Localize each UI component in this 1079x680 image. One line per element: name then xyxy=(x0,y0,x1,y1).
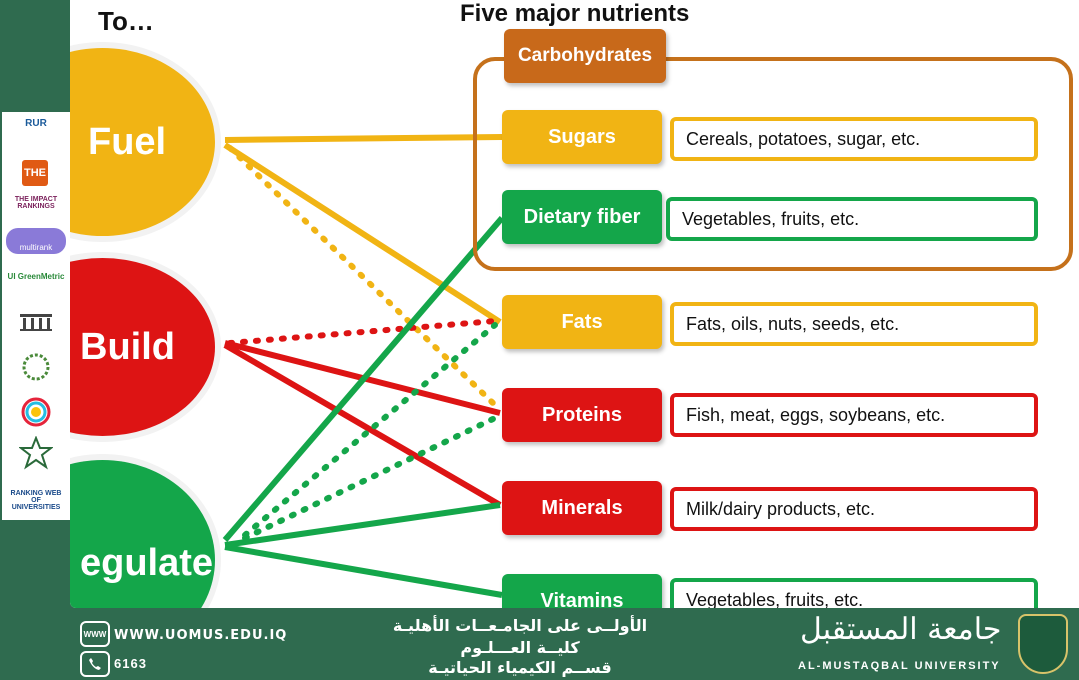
line-regulate-fiber xyxy=(222,216,505,542)
nutrient-dietary-fiber: Dietary fiber xyxy=(502,190,662,244)
line-regulate-proteins-dotted xyxy=(242,415,498,541)
university-name-english: AL-MUSTAQBAL UNIVERSITY xyxy=(798,660,1001,672)
nutrient-vitamins: Vitamins xyxy=(502,574,662,608)
nutrient-fats: Fats xyxy=(502,295,662,349)
example-dietary-fiber: Vegetables, fruits, etc. xyxy=(666,197,1038,241)
line-build-fats-dotted xyxy=(227,318,498,346)
footer-arabic-line-1: الأولــى على الجامـعــات الأهليـة xyxy=(392,616,648,635)
example-fats: Fats, oils, nuts, seeds, etc. xyxy=(670,302,1038,346)
title-five-major-nutrients: Five major nutrients xyxy=(460,0,690,27)
example-vitamins: Vegetables, fruits, etc. xyxy=(670,578,1038,608)
example-proteins: Fish, meat, eggs, soybeans, etc. xyxy=(670,393,1038,437)
nutrient-proteins: Proteins xyxy=(502,388,662,442)
line-regulate-vitamins xyxy=(224,544,503,598)
multirank-logo: multirank xyxy=(6,228,66,254)
nutrient-minerals: Minerals xyxy=(502,481,662,535)
line-fuel-fats xyxy=(223,142,502,325)
footer-arabic-line-3: قســم الكيمياء الحياتيـة xyxy=(428,658,612,677)
line-build-minerals xyxy=(223,342,502,508)
example-minerals: Milk/dairy products, etc. xyxy=(670,487,1038,531)
footer-phone[interactable]: 6163 xyxy=(114,656,147,671)
university-name-arabic: جامعة المستقبل xyxy=(800,612,1002,647)
university-seal-icon xyxy=(1018,614,1068,674)
line-fuel-sugars xyxy=(224,134,503,143)
webometrics-logo: RANKING WEB OF UNIVERSITIES xyxy=(10,490,62,511)
title-to: To… xyxy=(98,6,154,36)
footer-bar xyxy=(0,608,1079,680)
carbohydrates-group-frame xyxy=(473,57,1073,271)
line-regulate-fats-dotted xyxy=(242,322,498,538)
slide: To… Five major nutrients Fuel Build egul… xyxy=(70,0,1079,608)
example-sugars: Cereals, potatoes, sugar, etc. xyxy=(670,117,1038,161)
arab-engineers-logo-icon xyxy=(6,435,66,472)
footer-arabic-line-2: كليــة العـــلـوم xyxy=(460,638,580,657)
footer-website[interactable]: WWW.UOMUS.EDU.IQ xyxy=(114,628,288,643)
greenmetric-logo: UI GreenMetric xyxy=(7,272,65,281)
wreath-logo-icon xyxy=(6,352,66,384)
ranking-logos-panel: RUR THE THE IMPACT RANKINGS multirank UI… xyxy=(2,112,70,520)
sdg-wheel-icon xyxy=(6,396,66,430)
carbohydrates-box: Carbohydrates xyxy=(504,29,666,83)
the-impact-logo: THE IMPACT RANKINGS xyxy=(14,196,58,210)
the-logo: THE xyxy=(22,160,48,186)
line-fuel-proteins-dotted xyxy=(227,145,498,408)
rur-logo: RUR xyxy=(25,118,47,129)
line-regulate-minerals xyxy=(224,502,501,548)
phone-icon xyxy=(80,651,110,677)
connector-lines xyxy=(222,134,505,598)
globe-icon: WWW xyxy=(80,621,110,647)
nutrient-sugars: Sugars xyxy=(502,110,662,164)
columns-icon xyxy=(6,312,66,334)
